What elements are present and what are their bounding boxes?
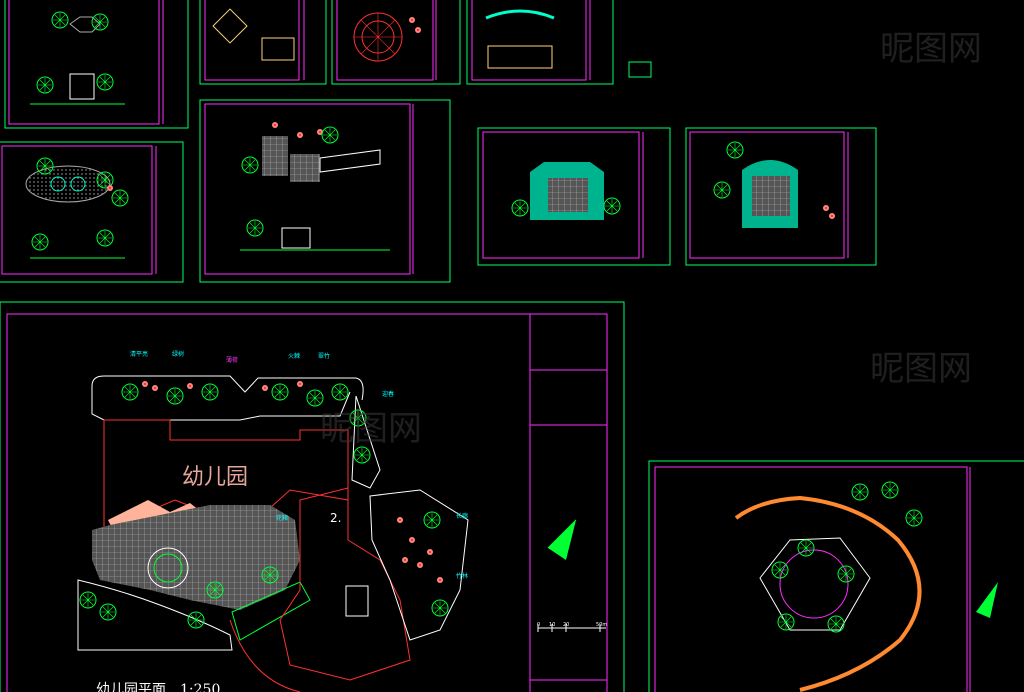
callout-6: 迎春 bbox=[382, 390, 394, 398]
zone-number: 2. bbox=[330, 511, 341, 525]
sheet-pavilion-hex bbox=[4, 0, 189, 129]
scale-0: 0 bbox=[537, 622, 540, 628]
plan-title: 幼儿园平面 1:250 bbox=[96, 682, 220, 692]
callout-9: 竹林 bbox=[456, 572, 468, 580]
callout-1: 清平亮 bbox=[130, 350, 148, 358]
watermark-2: 昵图网 bbox=[320, 409, 422, 449]
scale-50: 50m bbox=[596, 622, 607, 628]
watermark-3: 昵图网 bbox=[870, 349, 972, 389]
callout-7: 花箱 bbox=[276, 514, 288, 522]
sheet-plaza-b bbox=[685, 127, 877, 266]
callout-5: 翠竹 bbox=[318, 352, 330, 360]
callout-3: 薄荷 bbox=[226, 356, 238, 364]
sheet-square-pavilion bbox=[199, 0, 327, 85]
sheet-kindergarten-plan: 幼儿园 2. 幼儿园平面 1:250 清平亮 绿树 薄荷 火棘 翠竹 迎春 花箱… bbox=[0, 301, 625, 692]
sheet-flower-plaza bbox=[648, 460, 1024, 692]
scale-20: 20 bbox=[563, 622, 569, 628]
watermark-1: 昵图网 bbox=[880, 29, 982, 69]
callout-2: 绿树 bbox=[172, 350, 184, 358]
callout-4: 火棘 bbox=[288, 352, 300, 360]
sheet-round-pavilion bbox=[331, 0, 461, 85]
scale-10: 10 bbox=[549, 622, 555, 628]
small-sheet bbox=[628, 61, 652, 78]
sheet-plaza-a bbox=[477, 127, 671, 266]
callout-8: 长廊 bbox=[456, 512, 468, 520]
sheet-garden-path bbox=[199, 99, 451, 283]
kindergarten-label: 幼儿园 bbox=[182, 465, 248, 490]
sheet-water-garden bbox=[0, 141, 184, 283]
sheet-arch-corridor bbox=[466, 0, 614, 85]
